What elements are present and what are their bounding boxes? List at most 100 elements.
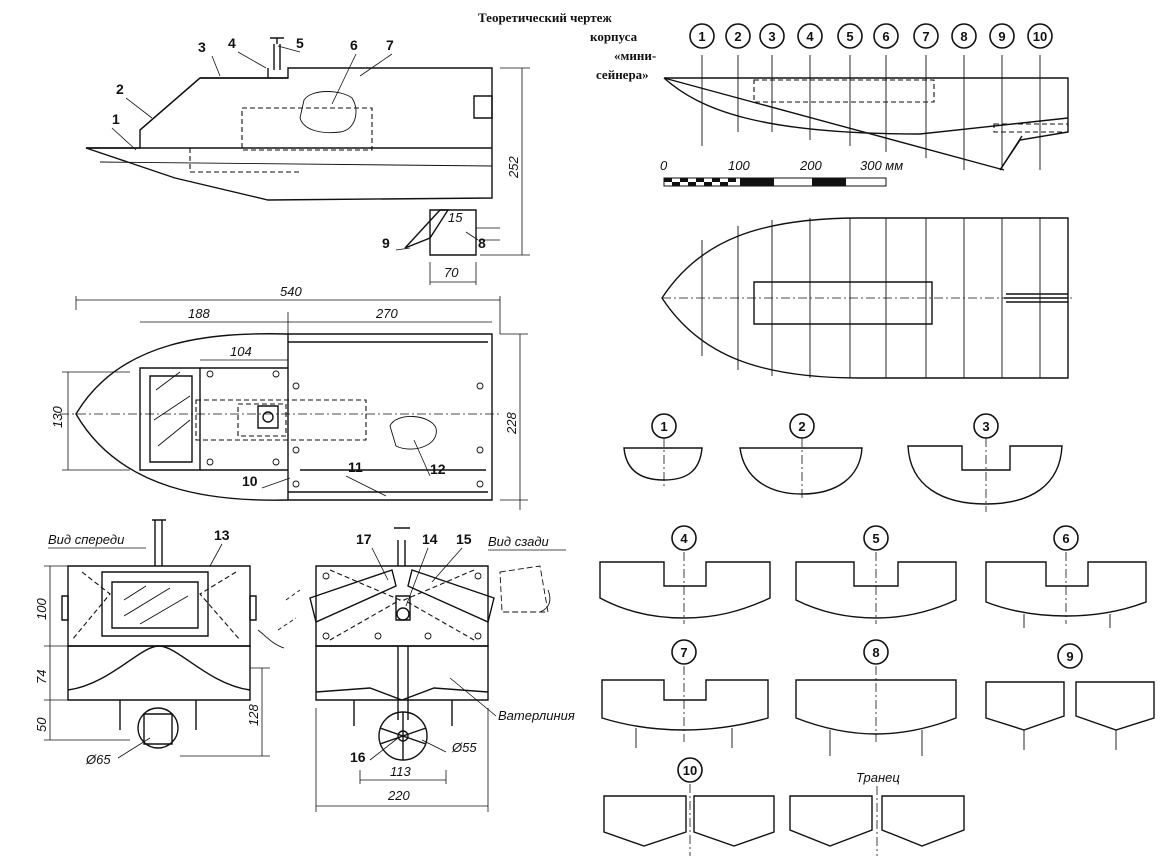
hatch — [257, 405, 279, 429]
part-5: 5 — [296, 35, 304, 51]
sec-6: 6 — [1062, 531, 1069, 546]
flap-phantom — [499, 565, 549, 613]
scale-300: 300 мм — [860, 158, 903, 173]
scale-bar: 0 100 200 300 мм — [660, 158, 903, 187]
sec-4: 4 — [680, 531, 688, 546]
sec-top-10: 10 — [1033, 29, 1047, 44]
dim-70: 70 — [444, 265, 459, 280]
sec-3: 3 — [982, 419, 989, 434]
dim-188: 188 — [188, 306, 210, 321]
part-16: 16 — [350, 749, 366, 765]
dim-540: 540 — [280, 284, 302, 299]
dim-252: 252 — [506, 156, 521, 179]
sec-9: 9 — [1066, 649, 1073, 664]
part-7: 7 — [386, 37, 394, 53]
dim-270: 270 — [375, 306, 398, 321]
keel-block — [429, 209, 477, 256]
title-line-4: сейнера» — [596, 67, 649, 82]
sec-top-9: 9 — [998, 29, 1005, 44]
body-sections: 1 2 3 4 5 6 7 8 9 — [599, 413, 1155, 856]
rear-view: Вид сзади 220 113 Ø55 Ватерлиния 17 14 1… — [277, 527, 575, 812]
mast — [273, 44, 281, 70]
front-hull — [67, 645, 251, 701]
section-number-circles: 1 2 3 4 5 6 7 8 9 10 — [689, 23, 1053, 49]
dim-128: 128 — [246, 704, 261, 726]
dim-100: 100 — [34, 598, 49, 620]
cutaway-blob — [299, 91, 357, 134]
hull-top-outline — [75, 333, 493, 501]
sec-top-1: 1 — [698, 29, 705, 44]
dim-74: 74 — [34, 670, 49, 684]
sec-5: 5 — [872, 531, 879, 546]
dim-d65: Ø65 — [85, 752, 111, 767]
part-8: 8 — [478, 235, 486, 251]
part-10: 10 — [242, 473, 258, 489]
part-13: 13 — [214, 527, 230, 543]
title-line-2: корпуса — [590, 29, 638, 44]
part-14: 14 — [422, 531, 438, 547]
sec-7: 7 — [680, 645, 687, 660]
sec-top-2: 2 — [734, 29, 741, 44]
part-1: 1 — [112, 111, 120, 127]
dim-228: 228 — [504, 412, 519, 435]
part-3: 3 — [198, 39, 206, 55]
chine-line — [99, 161, 493, 167]
sec-10: 10 — [683, 763, 697, 778]
rear-hull — [315, 645, 489, 701]
label-waterline: Ватерлиния — [498, 708, 575, 723]
part-2: 2 — [116, 81, 124, 97]
rear-box — [473, 95, 493, 119]
keel-fin — [404, 209, 450, 249]
window-hidden-line — [241, 107, 373, 151]
cutaway-blob-top — [389, 416, 437, 450]
dim-50: 50 — [34, 717, 49, 732]
label-front-view: Вид спереди — [48, 532, 124, 547]
front-window — [111, 581, 199, 629]
part-6: 6 — [350, 37, 358, 53]
part-9: 9 — [382, 235, 390, 251]
drawing-title: Теоретический чертеж корпуса «мини- сейн… — [478, 10, 656, 82]
front-cabin — [67, 565, 251, 647]
front-view: Вид спереди 100 74 50 128 Ø65 13 — [34, 519, 285, 767]
part-17: 17 — [356, 531, 372, 547]
scale-0: 0 — [660, 158, 668, 173]
windshield-frame — [139, 367, 201, 471]
lines-plan — [661, 217, 1072, 379]
sec-top-3: 3 — [768, 29, 775, 44]
part-4: 4 — [228, 35, 236, 51]
dim-220: 220 — [387, 788, 410, 803]
sec-2: 2 — [798, 419, 805, 434]
sec-top-8: 8 — [960, 29, 967, 44]
rear-mast — [394, 527, 410, 566]
sec-top-4: 4 — [806, 29, 814, 44]
part-15: 15 — [456, 531, 472, 547]
rear-flaps — [309, 569, 495, 623]
title-line-3: «мини- — [614, 48, 656, 63]
dim-130: 130 — [50, 406, 65, 428]
dim-d55: Ø55 — [451, 740, 477, 755]
hull-side-outline — [85, 67, 493, 201]
scale-200: 200 — [799, 158, 822, 173]
side-view: 252 15 70 1 2 3 4 5 6 7 8 9 — [85, 35, 530, 285]
sec-top-5: 5 — [846, 29, 853, 44]
title-line-1: Теоретический чертеж — [478, 10, 612, 25]
dim-104: 104 — [230, 344, 252, 359]
windshield-glass — [149, 375, 193, 463]
dim-15: 15 — [448, 210, 463, 225]
sec-top-6: 6 — [882, 29, 889, 44]
sec-1: 1 — [660, 419, 667, 434]
sec-8: 8 — [872, 645, 879, 660]
part-11: 11 — [348, 459, 363, 475]
rear-cabin — [315, 565, 489, 647]
top-view: 540 188 270 104 130 228 10 11 12 — [50, 284, 528, 510]
label-transom: Транец — [856, 770, 900, 785]
scale-100: 100 — [728, 158, 750, 173]
sec-top-7: 7 — [922, 29, 929, 44]
front-mast — [152, 519, 166, 566]
dim-113: 113 — [390, 764, 411, 779]
propeller-guard-front — [137, 707, 179, 749]
part-12: 12 — [430, 461, 446, 477]
lines-profile — [663, 55, 1069, 171]
